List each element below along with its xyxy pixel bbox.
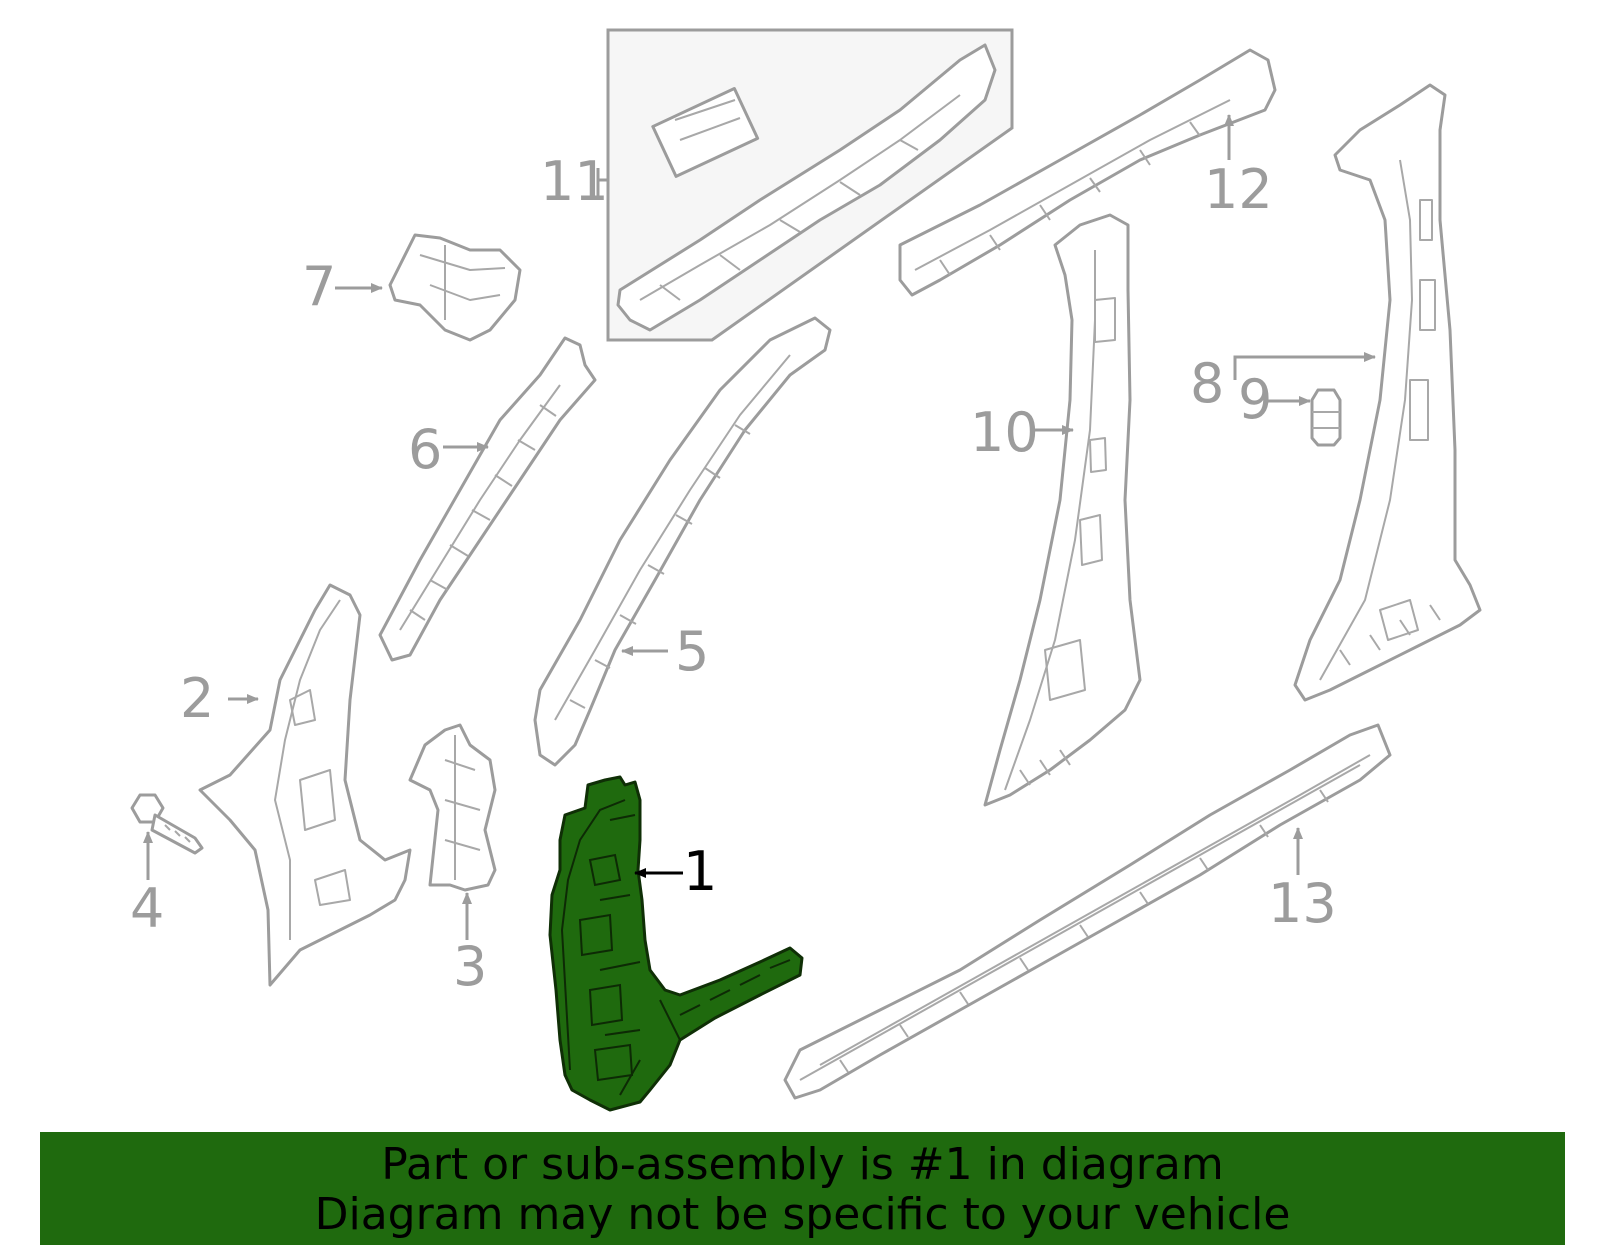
part-13-rocker xyxy=(783,723,1392,1100)
callout-5: 5 xyxy=(675,620,709,683)
part-6-reinforcement xyxy=(378,336,597,662)
callout-12: 12 xyxy=(1204,158,1273,221)
part-2-front-pillar xyxy=(198,583,412,987)
callout-7: 7 xyxy=(302,255,336,318)
part-3-bracket xyxy=(408,723,497,892)
part-1-highlighted xyxy=(548,775,804,1112)
part-7-bracket xyxy=(388,233,522,342)
banner-line-2: Diagram may not be specific to your vehi… xyxy=(314,1189,1291,1240)
callout-13: 13 xyxy=(1268,872,1337,935)
info-banner: Part or sub-assembly is #1 in diagram Di… xyxy=(40,1132,1565,1245)
callout-4: 4 xyxy=(130,877,164,940)
callout-8: 8 xyxy=(1190,352,1224,415)
leader-lines xyxy=(143,114,1376,940)
part-8-b-pillar-outer xyxy=(1293,83,1482,702)
callout-labels: 1 2 3 4 5 6 7 8 9 10 11 12 13 xyxy=(130,150,1337,998)
callout-10: 10 xyxy=(970,401,1039,464)
part-12-roof-rail xyxy=(898,48,1277,297)
callout-3: 3 xyxy=(453,935,487,998)
banner-line-1: Part or sub-assembly is #1 in diagram xyxy=(381,1139,1224,1190)
part-10-b-pillar-inner xyxy=(983,213,1142,807)
part-11-inset xyxy=(606,28,1014,342)
part-4-bolt xyxy=(130,793,204,855)
part-9-clip xyxy=(1310,388,1342,447)
callout-6: 6 xyxy=(408,418,442,481)
callout-1: 1 xyxy=(683,840,717,903)
callout-9: 9 xyxy=(1238,368,1272,431)
callout-2: 2 xyxy=(180,667,214,730)
callout-11: 11 xyxy=(540,150,609,213)
part-5-a-pillar xyxy=(533,316,832,767)
